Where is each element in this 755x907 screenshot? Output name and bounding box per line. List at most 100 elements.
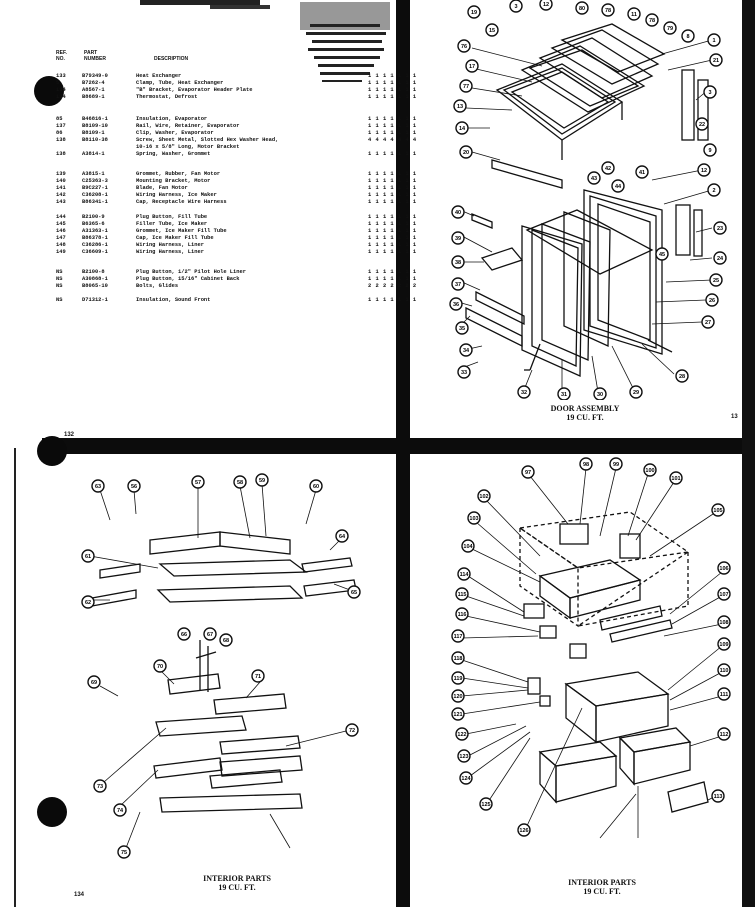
callout-bubble: 114 (457, 567, 471, 581)
part-description: Filler Tube, Ice Maker (136, 221, 208, 227)
part-number: B79349-0 (82, 73, 108, 79)
callout-bubble: 32 (517, 385, 531, 399)
callout-circle (479, 797, 493, 811)
callout-circle (601, 161, 615, 175)
callout-number: 37 (455, 282, 461, 288)
part-quantities: 1 1 1 1 1 1 1 (368, 235, 417, 241)
header-description: DESCRIPTION (154, 56, 189, 62)
callout-bubble: 103 (467, 511, 481, 525)
part-description: Heat Exchanger (136, 73, 182, 79)
callout-bubble: 120 (451, 689, 465, 703)
callout-circle (717, 637, 731, 651)
callout-circle (663, 21, 677, 35)
part-description: Plug Button, Fill Tube (136, 214, 208, 220)
callout-circle (703, 143, 717, 157)
callout-bubble: 27 (701, 315, 715, 329)
callout-bubble: 33 (457, 365, 471, 379)
part-quantities: 1 1 1 1 1 1 1 (368, 80, 417, 86)
callout-bubble: 126 (517, 823, 531, 837)
callout-number: 2 (712, 188, 715, 194)
callout-circle (219, 633, 233, 647)
callout-bubble: 25 (709, 273, 723, 287)
callout-circle (709, 273, 723, 287)
callout-circle (117, 845, 131, 859)
callout-number: 36 (453, 302, 459, 308)
callout-circle (579, 457, 593, 471)
part-description: Wiring Harness, Liner (136, 249, 204, 255)
part-number: B86341-1 (82, 199, 108, 205)
callout-circle (457, 567, 471, 581)
callout-bubble: 108 (717, 615, 731, 629)
callout-bubble: 58 (233, 475, 247, 489)
callout-bubble: 22 (695, 117, 709, 131)
door-caption-title: DOOR ASSEMBLY (550, 404, 620, 413)
callout-bubble: 30 (593, 387, 607, 400)
callout-number: 106 (719, 566, 728, 572)
part-description: Wiring Harness, Liner (136, 242, 204, 248)
interior-left-caption-title: INTERIOR PARTS (203, 874, 271, 883)
callout-bubble: 35 (455, 321, 469, 335)
part-quantities: 1 1 1 1 1 1 1 (368, 249, 417, 255)
callout-number: 100 (645, 468, 654, 474)
part-number: A30868-1 (82, 276, 108, 282)
callout-bubble: 60 (309, 479, 323, 493)
callout-bubble: 119 (451, 671, 465, 685)
part-description: Clamp, Tube, Heat Exchanger (136, 80, 224, 86)
callout-circle (601, 3, 615, 17)
callout-circle (87, 675, 101, 689)
bottom-left-margin-line (14, 448, 16, 907)
callout-number: 68 (223, 638, 229, 644)
part-description: Grommet, Ice Maker Fill Tube (136, 228, 227, 234)
callout-bubble: 38 (451, 255, 465, 269)
callout-bubble: 77 (459, 79, 473, 93)
callout-number: 126 (519, 828, 528, 834)
callout-circle (93, 779, 107, 793)
callout-circle (711, 789, 725, 803)
callout-number: 32 (521, 390, 527, 396)
callout-number: 116 (458, 612, 467, 618)
part-ref: 149 (56, 249, 66, 255)
callout-bubble: 42 (601, 161, 615, 175)
callout-circle (717, 561, 731, 575)
callout-bubble: 99 (609, 457, 623, 471)
callout-number: 120 (453, 694, 462, 700)
part-quantities: 2 2 2 2 2 2 2 (368, 283, 417, 289)
callout-number: 102 (479, 494, 488, 500)
callout-bubble: 71 (251, 669, 265, 683)
callout-bubble: 62 (81, 595, 95, 609)
callout-number: 64 (339, 534, 346, 540)
header-part-number: PART NUMBER (84, 50, 106, 62)
callout-bubble: 123 (457, 749, 471, 763)
callout-circle (457, 749, 471, 763)
callout-circle (113, 803, 127, 817)
part-number: A31363-1 (82, 228, 108, 234)
callout-circle (451, 689, 465, 703)
callout-bubble: 117 (451, 629, 465, 643)
callout-number: 58 (237, 480, 243, 486)
callout-bubble: 39 (451, 231, 465, 245)
callout-circle (703, 85, 717, 99)
callout-number: 78 (605, 8, 611, 14)
callout-bubble: 28 (675, 369, 689, 383)
part-ref: 134 (56, 94, 66, 100)
callout-circle (477, 489, 491, 503)
part-quantities: 1 1 1 1 1 1 1 (368, 185, 417, 191)
callout-circle (453, 99, 467, 113)
part-quantities: 1 1 1 1 1 1 1 (368, 116, 417, 122)
callout-circle (255, 473, 269, 487)
callout-bubble: 98 (579, 457, 593, 471)
callout-number: 69 (91, 680, 97, 686)
callout-bubble: 34 (459, 343, 473, 357)
callout-number: 75 (121, 850, 127, 856)
callout-bubble: 26 (705, 293, 719, 307)
callout-number: 43 (591, 176, 597, 182)
part-number: B2100-8 (82, 269, 105, 275)
callout-bubble: 17 (465, 59, 479, 73)
callout-bubble: 100 (643, 463, 657, 477)
callout-circle (709, 53, 723, 67)
callout-bubble: 21 (709, 53, 723, 67)
callout-number: 114 (460, 572, 470, 578)
callout-circle (91, 479, 105, 493)
callout-bubble: 36 (449, 297, 463, 311)
callout-circle (575, 1, 589, 15)
